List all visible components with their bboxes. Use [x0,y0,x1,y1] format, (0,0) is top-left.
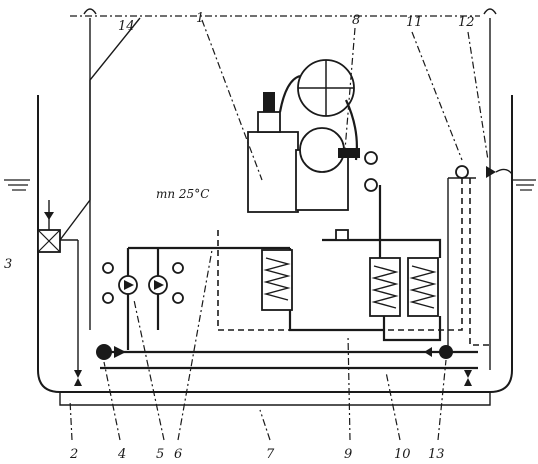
label-3: 3 [4,257,12,272]
valve-box [335,229,349,241]
label-11: 11 [406,15,423,30]
pump-right [148,248,184,330]
gauge-group [364,151,378,192]
valve-left [74,370,82,386]
sea-chest [37,200,79,370]
exchanger-outlet-pipe [382,316,442,342]
dashed-line-11 [469,178,490,346]
pressure-gauge-icon [364,178,378,192]
label-12: 12 [458,15,475,30]
label-7: 7 [266,447,275,462]
temperature-annotation: тп 25°С [156,187,209,201]
label-14: 14 [118,19,135,34]
pump-left [102,262,138,304]
engine [247,59,360,213]
pump-4 [96,344,126,360]
dashed-return-line [217,178,463,331]
label-6: 6 [174,447,182,462]
pump-13 [424,345,453,359]
label-10: 10 [394,447,411,462]
heat-exchanger-right [407,257,439,317]
heat-exchanger-middle [369,257,401,317]
label-13: 13 [428,447,445,462]
label-5: 5 [156,447,164,462]
vent-pipe-right [483,8,497,370]
overboard-valve [455,165,513,179]
water-surface-left [4,179,30,191]
label-8: 8 [352,13,360,28]
valve-right [464,370,472,386]
leader-lines [69,19,489,441]
hull-outline [37,95,513,406]
label-2: 2 [69,447,78,462]
label-1: 1 [196,11,204,26]
water-surface-right [512,179,536,191]
overboard-pipe [59,17,141,241]
exchanger-supply-pipe [322,238,442,258]
heat-exchanger-left [261,248,293,311]
label-4: 4 [117,447,126,462]
thermometer-icon [364,151,378,165]
label-9: 9 [344,447,352,462]
